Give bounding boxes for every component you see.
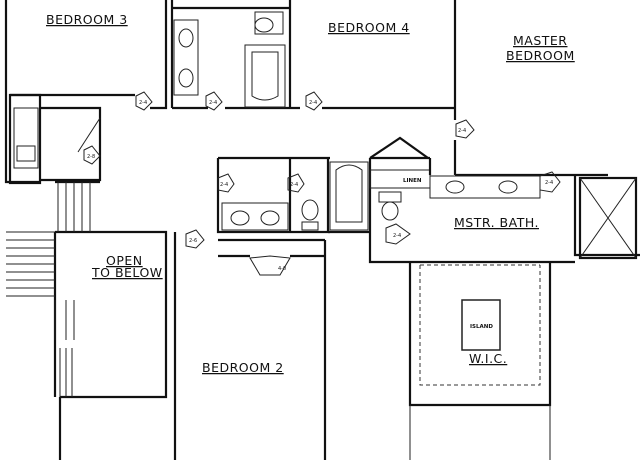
svg-text:2-4: 2-4 bbox=[220, 182, 228, 188]
door-tag: 2-4 bbox=[135, 91, 153, 111]
door-tag: 2-4 bbox=[539, 171, 561, 193]
svg-text:2-4: 2-4 bbox=[545, 180, 553, 186]
door-tag: 4-0 bbox=[249, 255, 291, 276]
door-tag: 2-4 bbox=[385, 223, 411, 245]
room-label-master-bath: MSTR. BATH. bbox=[454, 215, 539, 230]
island-label: ISLAND bbox=[470, 324, 493, 330]
svg-text:2-4: 2-4 bbox=[393, 233, 401, 239]
door-tag: 2-4 bbox=[217, 173, 235, 193]
door-tag: 2-4 bbox=[305, 91, 323, 111]
svg-text:2-4: 2-4 bbox=[290, 182, 298, 188]
door-tag: 2-4 bbox=[287, 173, 305, 193]
room-label-wic: W.I.C. bbox=[469, 351, 507, 366]
door-tag: 2-4 bbox=[455, 119, 475, 139]
linen-label: LINEN bbox=[403, 178, 422, 184]
room-label-bedroom-2: BEDROOM 2 bbox=[202, 360, 284, 375]
room-label-open-2: TO BELOW bbox=[91, 265, 163, 280]
room-label-bedroom-4: BEDROOM 4 bbox=[328, 20, 410, 35]
svg-text:2-8: 2-8 bbox=[87, 154, 95, 160]
room-label-bedroom-3: BEDROOM 3 bbox=[46, 12, 128, 27]
door-tag: 2-6 bbox=[185, 229, 205, 249]
room-label-master-2: BEDROOM bbox=[506, 48, 575, 63]
svg-text:4-0: 4-0 bbox=[278, 266, 286, 272]
svg-text:2-4: 2-4 bbox=[458, 128, 466, 134]
door-tag: 2-4 bbox=[205, 91, 223, 111]
svg-text:2-4: 2-4 bbox=[139, 100, 147, 106]
walls bbox=[4, 0, 640, 460]
svg-text:2-6: 2-6 bbox=[189, 238, 197, 244]
door-tag: 2-8 bbox=[83, 145, 101, 165]
svg-text:2-4: 2-4 bbox=[309, 100, 317, 106]
room-label-master-1: MASTER bbox=[513, 33, 568, 48]
island-fixture bbox=[461, 299, 501, 351]
door-tags: 2-4 2-4 2-4 2-4 2-8 2-4 2-4 2-6 bbox=[83, 91, 561, 276]
fixtures bbox=[13, 11, 518, 351]
room-label-open-1: OPEN bbox=[106, 253, 143, 268]
svg-text:2-4: 2-4 bbox=[209, 100, 217, 106]
